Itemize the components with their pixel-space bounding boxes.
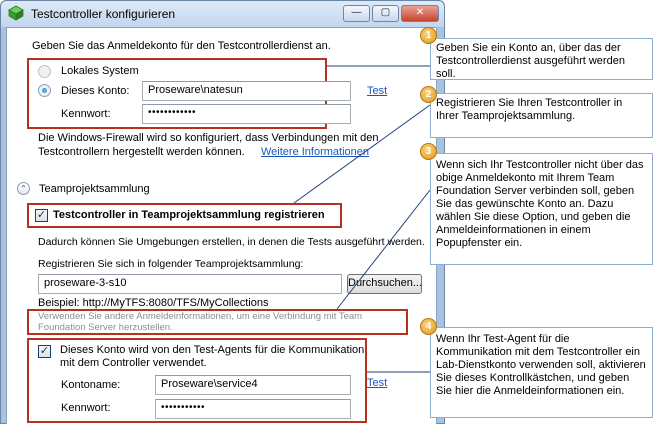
browse-button[interactable]: Durchsuchen... bbox=[347, 274, 422, 294]
test-account-link[interactable]: Test bbox=[367, 85, 388, 97]
password-label: Kennwort: bbox=[61, 108, 111, 120]
close-button[interactable]: ✕ bbox=[401, 5, 439, 22]
local-system-radio[interactable] bbox=[38, 65, 51, 78]
register-description: Dadurch können Sie Umgebungen erstellen,… bbox=[38, 236, 425, 248]
callout-1-badge: 1 bbox=[420, 27, 437, 44]
highlight-box-agent bbox=[27, 338, 367, 423]
password-input[interactable]: •••••••••••• bbox=[142, 104, 351, 124]
callout-4-badge: 4 bbox=[420, 318, 437, 335]
firewall-text-line1: Die Windows-Firewall wird so konfigurier… bbox=[38, 132, 379, 144]
register-in-label: Registrieren Sie sich in folgender Teamp… bbox=[38, 258, 304, 270]
maximize-button[interactable]: ▢ bbox=[372, 5, 399, 22]
callout-1: Geben Sie ein Konto an, über das der Tes… bbox=[430, 38, 653, 80]
agent-checkbox-label-line1: Dieses Konto wird von den Test-Agents fü… bbox=[60, 344, 365, 356]
callout-3: Wenn sich Ihr Testcontroller nicht über … bbox=[430, 153, 653, 265]
agent-account-checkbox[interactable]: ✓ bbox=[38, 345, 51, 358]
agent-password-input[interactable]: ••••••••••• bbox=[155, 399, 351, 419]
more-info-link[interactable]: Weitere Informationen bbox=[261, 146, 370, 158]
collapse-chevron-icon[interactable]: ⌃ bbox=[17, 182, 30, 195]
highlight-box-register bbox=[27, 203, 342, 228]
title-bar[interactable]: Testcontroller konfigurieren — ▢ ✕ bbox=[1, 1, 444, 27]
local-system-label: Lokales System bbox=[61, 65, 139, 77]
minimize-button[interactable]: — bbox=[343, 5, 370, 22]
agent-password-label: Kennwort: bbox=[61, 402, 111, 414]
register-checkbox[interactable]: ✓ bbox=[35, 209, 48, 222]
this-account-label: Dieses Konto: bbox=[61, 85, 130, 97]
other-credentials-line1[interactable]: Verwenden Sie andere Anmeldeinformatione… bbox=[38, 311, 363, 322]
agent-test-link[interactable]: Test bbox=[367, 377, 388, 389]
account-input[interactable]: Proseware\natesun bbox=[142, 81, 351, 101]
highlight-box-other-credentials bbox=[27, 309, 408, 335]
callout-4-text: Wenn Ihr Test-Agent für die Kommunikatio… bbox=[436, 333, 646, 397]
firewall-text-line2: Testcontrollern hergestellt werden könne… bbox=[38, 146, 245, 158]
section-title-teamprojektsammlung: Teamprojektsammlung bbox=[39, 183, 150, 195]
callout-4: Wenn Ihr Test-Agent für die Kommunikatio… bbox=[430, 327, 653, 418]
agent-account-name-label: Kontoname: bbox=[61, 379, 121, 391]
agent-account-name-input[interactable]: Proseware\service4 bbox=[155, 375, 351, 395]
register-checkbox-label: Testcontroller in Teamprojektsammlung re… bbox=[53, 209, 325, 221]
collection-example-text: Beispiel: http://MyTFS:8080/TFS/MyCollec… bbox=[38, 297, 269, 309]
callout-3-text: Wenn sich Ihr Testcontroller nicht über … bbox=[436, 159, 644, 249]
agent-checkbox-label-line2: mit dem Controller verwendet. bbox=[60, 357, 207, 369]
callout-2-text: Registrieren Sie Ihren Testcontroller in… bbox=[436, 97, 623, 122]
callout-2: Registrieren Sie Ihren Testcontroller in… bbox=[430, 93, 653, 138]
account-intro-text: Geben Sie das Anmeldekonto für den Testc… bbox=[32, 40, 331, 52]
window-title: Testcontroller konfigurieren bbox=[31, 7, 176, 21]
callout-1-text: Geben Sie ein Konto an, über das der Tes… bbox=[436, 42, 625, 80]
this-account-radio[interactable] bbox=[38, 84, 51, 97]
callout-3-badge: 3 bbox=[420, 143, 437, 160]
testcontroller-app-icon bbox=[8, 5, 24, 21]
collection-input[interactable]: proseware-3-s10 bbox=[38, 274, 342, 294]
callout-2-badge: 2 bbox=[420, 86, 437, 103]
other-credentials-line2[interactable]: Foundation Server herzustellen. bbox=[38, 322, 173, 333]
